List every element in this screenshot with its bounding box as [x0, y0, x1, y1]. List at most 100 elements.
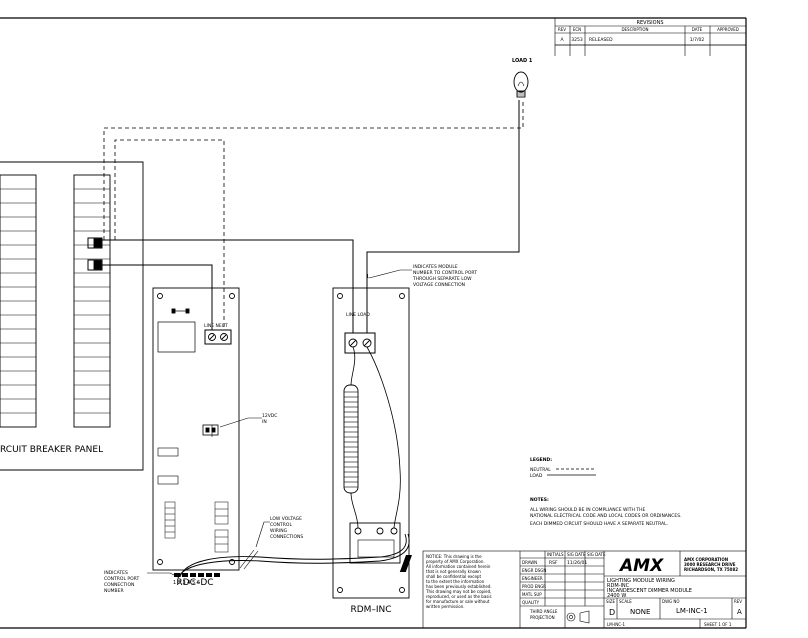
- svg-text:that is not generally known: that is not generally known: [426, 569, 481, 574]
- dwg-no-label: DWG NO: [662, 599, 680, 604]
- svg-text:LIGHTING MODULE WIRING: LIGHTING MODULE WIRING: [607, 578, 675, 584]
- svg-text:All information contained here: All information contained herein: [426, 564, 491, 569]
- breaker-1: [87, 237, 103, 249]
- svg-text:3000 RESEARCH DRIVE: 3000 RESEARCH DRIVE: [684, 562, 736, 567]
- svg-text:to the extent the information: to the extent the information: [426, 579, 485, 584]
- size-value: D: [609, 608, 615, 617]
- low-voltage-callout: LOW VOLTAGE CONTROL WIRING CONNECTIONS: [270, 516, 303, 540]
- rdm-module-label: RDM–INC: [350, 605, 391, 615]
- description-cell: RELEASED: [589, 37, 613, 43]
- notice-text: NOTICE: This drawing is the property of …: [425, 554, 492, 609]
- rdc-dc-module: [152, 287, 240, 577]
- date-cell: 1/7/02: [690, 37, 705, 43]
- choke-coil: [343, 384, 359, 494]
- note-line-1: ALL WIRING SHOULD BE IN COMPLIANCE WITH …: [530, 507, 645, 513]
- svg-text:CONTROL PORT: CONTROL PORT: [104, 576, 139, 582]
- ecn-col-header: ECN: [573, 27, 581, 32]
- dwg-no-value: LM-INC-1: [676, 607, 708, 615]
- module-number-callout: INDICATES MODULE NUMBER TO CONTROL PORT …: [412, 264, 477, 288]
- triac-assembly: [349, 522, 401, 564]
- svg-text:RICHARDSON, TX 75082: RICHARDSON, TX 75082: [684, 567, 738, 572]
- svg-text:shall be confidential except: shall be confidential except: [426, 574, 481, 579]
- rdm-channel-number: 1: [366, 274, 369, 280]
- note-line-2: NATIONAL ELECTRICAL CODE AND LOCAL CODES…: [530, 513, 682, 519]
- svg-text:NUMBER TO CONTROL PORT: NUMBER TO CONTROL PORT: [413, 270, 477, 276]
- rdm-terminal-labels: LINE LOAD: [346, 312, 370, 318]
- svg-text:INCANDESCENT DIMMER MODULE: INCANDESCENT DIMMER MODULE: [607, 588, 692, 594]
- svg-text:DRAWN: DRAWN: [522, 560, 537, 565]
- revisions-title: REVISIONS: [636, 20, 663, 26]
- svg-text:INITIALS: INITIALS: [547, 552, 564, 557]
- amx-logo: [399, 555, 412, 572]
- scale-label: SCALE: [619, 599, 632, 604]
- legend-title: LEGEND:: [530, 457, 552, 463]
- revisions-table: [554, 17, 747, 56]
- svg-text:ENGR DSGN: ENGR DSGN: [522, 568, 546, 573]
- legend-symbols: [547, 468, 596, 476]
- svg-text:NUMBER: NUMBER: [104, 588, 124, 594]
- svg-text:VOLTAGE CONNECTION: VOLTAGE CONNECTION: [413, 282, 465, 288]
- svg-text:WIRING: WIRING: [270, 528, 288, 534]
- notes-title: NOTES:: [530, 497, 549, 503]
- legend-load: LOAD: [530, 473, 543, 479]
- control-port-connectors: [174, 573, 220, 577]
- note-line-3: EACH DIMMED CIRCUIT SHOULD HAVE A SEPARA…: [530, 521, 668, 527]
- svg-text:2400 W: 2400 W: [607, 593, 626, 599]
- rev-cell: A: [560, 37, 564, 43]
- rev-label: REV: [734, 599, 742, 604]
- svg-text:IN: IN: [262, 419, 267, 425]
- svg-text:ENGINEER: ENGINEER: [522, 576, 543, 581]
- svg-text:written permission.: written permission.: [426, 604, 465, 609]
- description-col-header: DESCRIPTION: [621, 27, 648, 32]
- breaker-panel: [0, 161, 144, 471]
- drawn-initials: RSF: [549, 560, 558, 566]
- callout-leaders: [147, 269, 412, 577]
- svg-text:CONNECTIONS: CONNECTIONS: [270, 534, 303, 540]
- sheet-number: SHEET 1 OF 1: [704, 622, 732, 627]
- load-label: LOAD 1: [512, 58, 533, 64]
- rdc-line-neut-terminal: [204, 329, 232, 345]
- dip-switch-blocks: [164, 501, 229, 553]
- svg-text:QUALITY: QUALITY: [522, 600, 540, 605]
- svg-text:INDICATES MODULE: INDICATES MODULE: [413, 264, 458, 270]
- drawn-date: 11/26/01: [567, 560, 587, 566]
- rdc-channel-numbers: 1 2 3 4 5 6: [173, 580, 200, 586]
- date-col-header: DATE: [692, 27, 703, 32]
- rdc-module-label: RDC–DC: [176, 578, 213, 588]
- svg-text:PROD ENGR: PROD ENGR: [522, 584, 546, 589]
- breaker-rows: [0, 188, 110, 414]
- size-label: SIZE: [606, 599, 615, 604]
- rdm-inc-module: [332, 287, 410, 599]
- svg-text:This drawing may not be copied: This drawing may not be copied,: [425, 589, 491, 594]
- rdc-terminal-labels: LINE NEUT: [204, 323, 228, 329]
- approved-col-header: APPROVED: [717, 27, 739, 32]
- file-name: LM-INC-1: [607, 622, 626, 627]
- rev-col-header: REV: [558, 27, 566, 32]
- svg-text:AMX CORPORATION: AMX CORPORATION: [684, 557, 728, 562]
- svg-text:for manufacture or sale withou: for manufacture or sale without: [426, 599, 490, 604]
- svg-text:MATL SUP: MATL SUP: [522, 592, 542, 597]
- signature-headers: INITIALS SIG DATE SIG DATE: [547, 552, 606, 557]
- company-address: AMX CORPORATION 3000 RESEARCH DRIVE RICH…: [684, 557, 738, 572]
- svg-text:property of AMX Corporation.: property of AMX Corporation.: [426, 559, 485, 564]
- rdm-line-load-terminal: [344, 332, 376, 354]
- third-angle-line-2: PROJECTION: [530, 615, 555, 620]
- signature-roles: DRAWN ENGR DSGN ENGINEER PROD ENGR MATL …: [522, 560, 546, 605]
- svg-text:LOW VOLTAGE: LOW VOLTAGE: [270, 516, 302, 522]
- drawing-title: LIGHTING MODULE WIRING RDM-INC INCANDESC…: [607, 578, 692, 599]
- scale-value: NONE: [630, 608, 650, 616]
- rev-value: A: [737, 608, 742, 616]
- svg-text:RDM-INC: RDM-INC: [607, 583, 630, 589]
- svg-text:THROUGH SEPARATE LOW: THROUGH SEPARATE LOW: [412, 276, 472, 282]
- company-logo: AMX: [618, 556, 664, 576]
- power-input-callout: 12VDC IN: [262, 413, 277, 425]
- control-port-callout: INDICATES CONTROL PORT CONNECTION NUMBER: [104, 570, 139, 594]
- svg-text:reproduced, or used as the bas: reproduced, or used as the basis: [426, 594, 492, 599]
- svg-text:SIG DATE: SIG DATE: [587, 552, 606, 557]
- sheet-border: [0, 17, 747, 629]
- svg-text:INDICATES: INDICATES: [104, 570, 128, 576]
- ecn-cell: 3253: [571, 37, 583, 43]
- svg-text:CONTROL: CONTROL: [270, 522, 292, 528]
- svg-text:12VDC: 12VDC: [262, 413, 277, 419]
